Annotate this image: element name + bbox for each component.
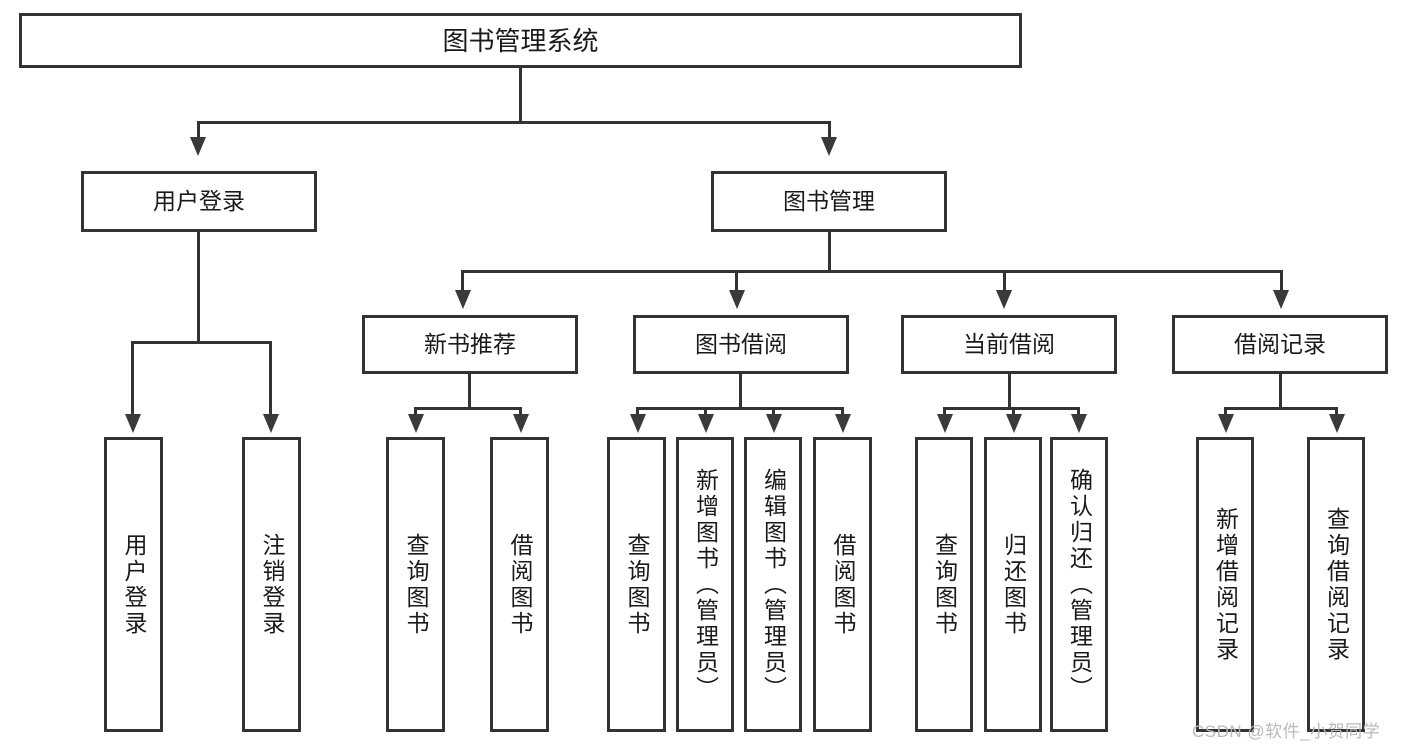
leaf-book-borrow-add-book-admin[interactable]: 新增图书（管理员）	[676, 437, 734, 732]
connector-user-login-bus	[131, 341, 272, 344]
arrowhead-cb-leaf-2	[1006, 414, 1022, 433]
arrowhead-cb-leaf-1	[937, 414, 953, 433]
connector-root-leg-2	[828, 121, 831, 139]
node-label: 图书管理	[783, 188, 875, 214]
connector-cb-leg-1	[943, 407, 946, 415]
connector-cb-leg-3	[1077, 407, 1080, 415]
arrowhead-root-to-book-management	[821, 137, 837, 156]
connector-cb-leg-2	[1012, 407, 1015, 415]
connector-root-bus	[197, 121, 831, 124]
leaf-borrow-record-add-record[interactable]: 新增借阅记录	[1196, 437, 1254, 732]
arrowhead-br-leaf-1	[1218, 414, 1234, 433]
node-label: 查询图书	[624, 532, 650, 637]
node-root-book-management-system[interactable]: 图书管理系统	[19, 13, 1022, 68]
arrowhead-nb-leaf-1	[408, 414, 424, 433]
connector-book-borrow-stem	[739, 374, 742, 407]
node-book-borrow[interactable]: 图书借阅	[633, 315, 849, 374]
leaf-current-borrow-confirm-return-admin[interactable]: 确认归还（管理员）	[1050, 437, 1108, 732]
leaf-current-borrow-return-book[interactable]: 归还图书	[984, 437, 1042, 732]
node-current-borrow[interactable]: 当前借阅	[901, 315, 1117, 374]
connector-new-book-stem	[468, 374, 471, 407]
node-label: 注销登录	[259, 532, 285, 637]
arrowhead-bm-to-borrow-record	[1273, 290, 1289, 309]
connector-bb-leg-3	[772, 407, 775, 415]
leaf-new-book-query-book[interactable]: 查询图书	[386, 437, 445, 732]
connector-bb-leg-4	[841, 407, 844, 415]
connector-br-leg-2	[1335, 407, 1338, 415]
arrowhead-cb-leaf-3	[1071, 414, 1087, 433]
arrowhead-bb-leaf-2	[698, 414, 714, 433]
node-label: 查询借阅记录	[1323, 506, 1350, 663]
arrowhead-user-login-leaf-1	[125, 414, 141, 433]
node-book-management[interactable]: 图书管理	[711, 171, 947, 232]
connector-nb-leg-1	[414, 407, 417, 415]
connector-book-management-bus	[461, 270, 1283, 273]
connector-bm-leg-2	[735, 270, 738, 291]
node-label: 用户登录	[153, 188, 245, 214]
node-label: 借阅图书	[507, 532, 533, 637]
arrowhead-bm-to-new-book	[455, 290, 471, 309]
connector-user-login-leg-2	[269, 341, 272, 416]
arrowhead-bb-leaf-4	[835, 414, 851, 433]
leaf-book-borrow-query-book[interactable]: 查询图书	[607, 437, 666, 732]
connector-current-borrow-bus	[943, 407, 1080, 410]
node-borrow-record[interactable]: 借阅记录	[1172, 315, 1388, 374]
arrowhead-bm-to-current-borrow	[996, 290, 1012, 309]
node-label: 新增图书（管理员）	[692, 467, 719, 702]
node-user-login[interactable]: 用户登录	[81, 171, 317, 232]
arrowhead-user-login-leaf-2	[263, 414, 279, 433]
leaf-current-borrow-query-book[interactable]: 查询图书	[915, 437, 973, 732]
arrowhead-root-to-user-login	[190, 137, 206, 156]
connector-user-login-leg-1	[131, 341, 134, 416]
node-label: 图书管理系统	[442, 25, 599, 56]
connector-bb-leg-1	[636, 407, 639, 415]
connector-br-leg-1	[1224, 407, 1227, 415]
connector-bb-leg-2	[704, 407, 707, 415]
node-label: 借阅图书	[830, 532, 856, 637]
node-label: 用户登录	[121, 532, 147, 637]
node-label: 查询图书	[931, 532, 958, 637]
connector-current-borrow-stem	[1008, 374, 1011, 407]
connector-user-login-stem	[197, 232, 200, 341]
node-new-book-recommend[interactable]: 新书推荐	[362, 315, 578, 374]
node-label: 当前借阅	[963, 331, 1055, 357]
node-label: 新书推荐	[424, 331, 516, 357]
node-label: 查询图书	[403, 532, 429, 637]
connector-root-stem	[519, 68, 522, 121]
node-label: 确认归还（管理员）	[1066, 467, 1093, 702]
arrowhead-bb-leaf-1	[630, 414, 646, 433]
arrowhead-bm-to-book-borrow	[729, 290, 745, 309]
leaf-user-login-logout[interactable]: 注销登录	[242, 437, 301, 732]
connector-new-book-bus	[414, 407, 522, 410]
connector-book-management-stem	[828, 232, 831, 270]
node-label: 新增借阅记录	[1212, 506, 1239, 663]
connector-root-leg-1	[197, 121, 200, 139]
leaf-borrow-record-query-record[interactable]: 查询借阅记录	[1307, 437, 1365, 732]
leaf-new-book-borrow-book[interactable]: 借阅图书	[490, 437, 549, 732]
arrowhead-br-leaf-2	[1329, 414, 1345, 433]
arrowhead-bb-leaf-3	[766, 414, 782, 433]
connector-bm-leg-3	[1003, 270, 1006, 291]
arrowhead-nb-leaf-2	[513, 414, 529, 433]
node-label: 图书借阅	[695, 331, 787, 357]
leaf-user-login-login[interactable]: 用户登录	[104, 437, 163, 732]
connector-bm-leg-4	[1280, 270, 1283, 291]
connector-book-borrow-bus	[636, 407, 844, 410]
connector-bm-leg-1	[461, 270, 464, 291]
connector-borrow-record-stem	[1279, 374, 1282, 407]
leaf-book-borrow-edit-book-admin[interactable]: 编辑图书（管理员）	[744, 437, 802, 732]
node-label: 编辑图书（管理员）	[760, 467, 787, 702]
leaf-book-borrow-borrow-book[interactable]: 借阅图书	[813, 437, 872, 732]
node-label: 借阅记录	[1234, 331, 1326, 357]
connector-borrow-record-bus	[1224, 407, 1338, 410]
connector-nb-leg-2	[519, 407, 522, 415]
node-label: 归还图书	[1000, 532, 1027, 637]
csdn-watermark: CSDN @软件_小贺同学	[1192, 722, 1381, 741]
